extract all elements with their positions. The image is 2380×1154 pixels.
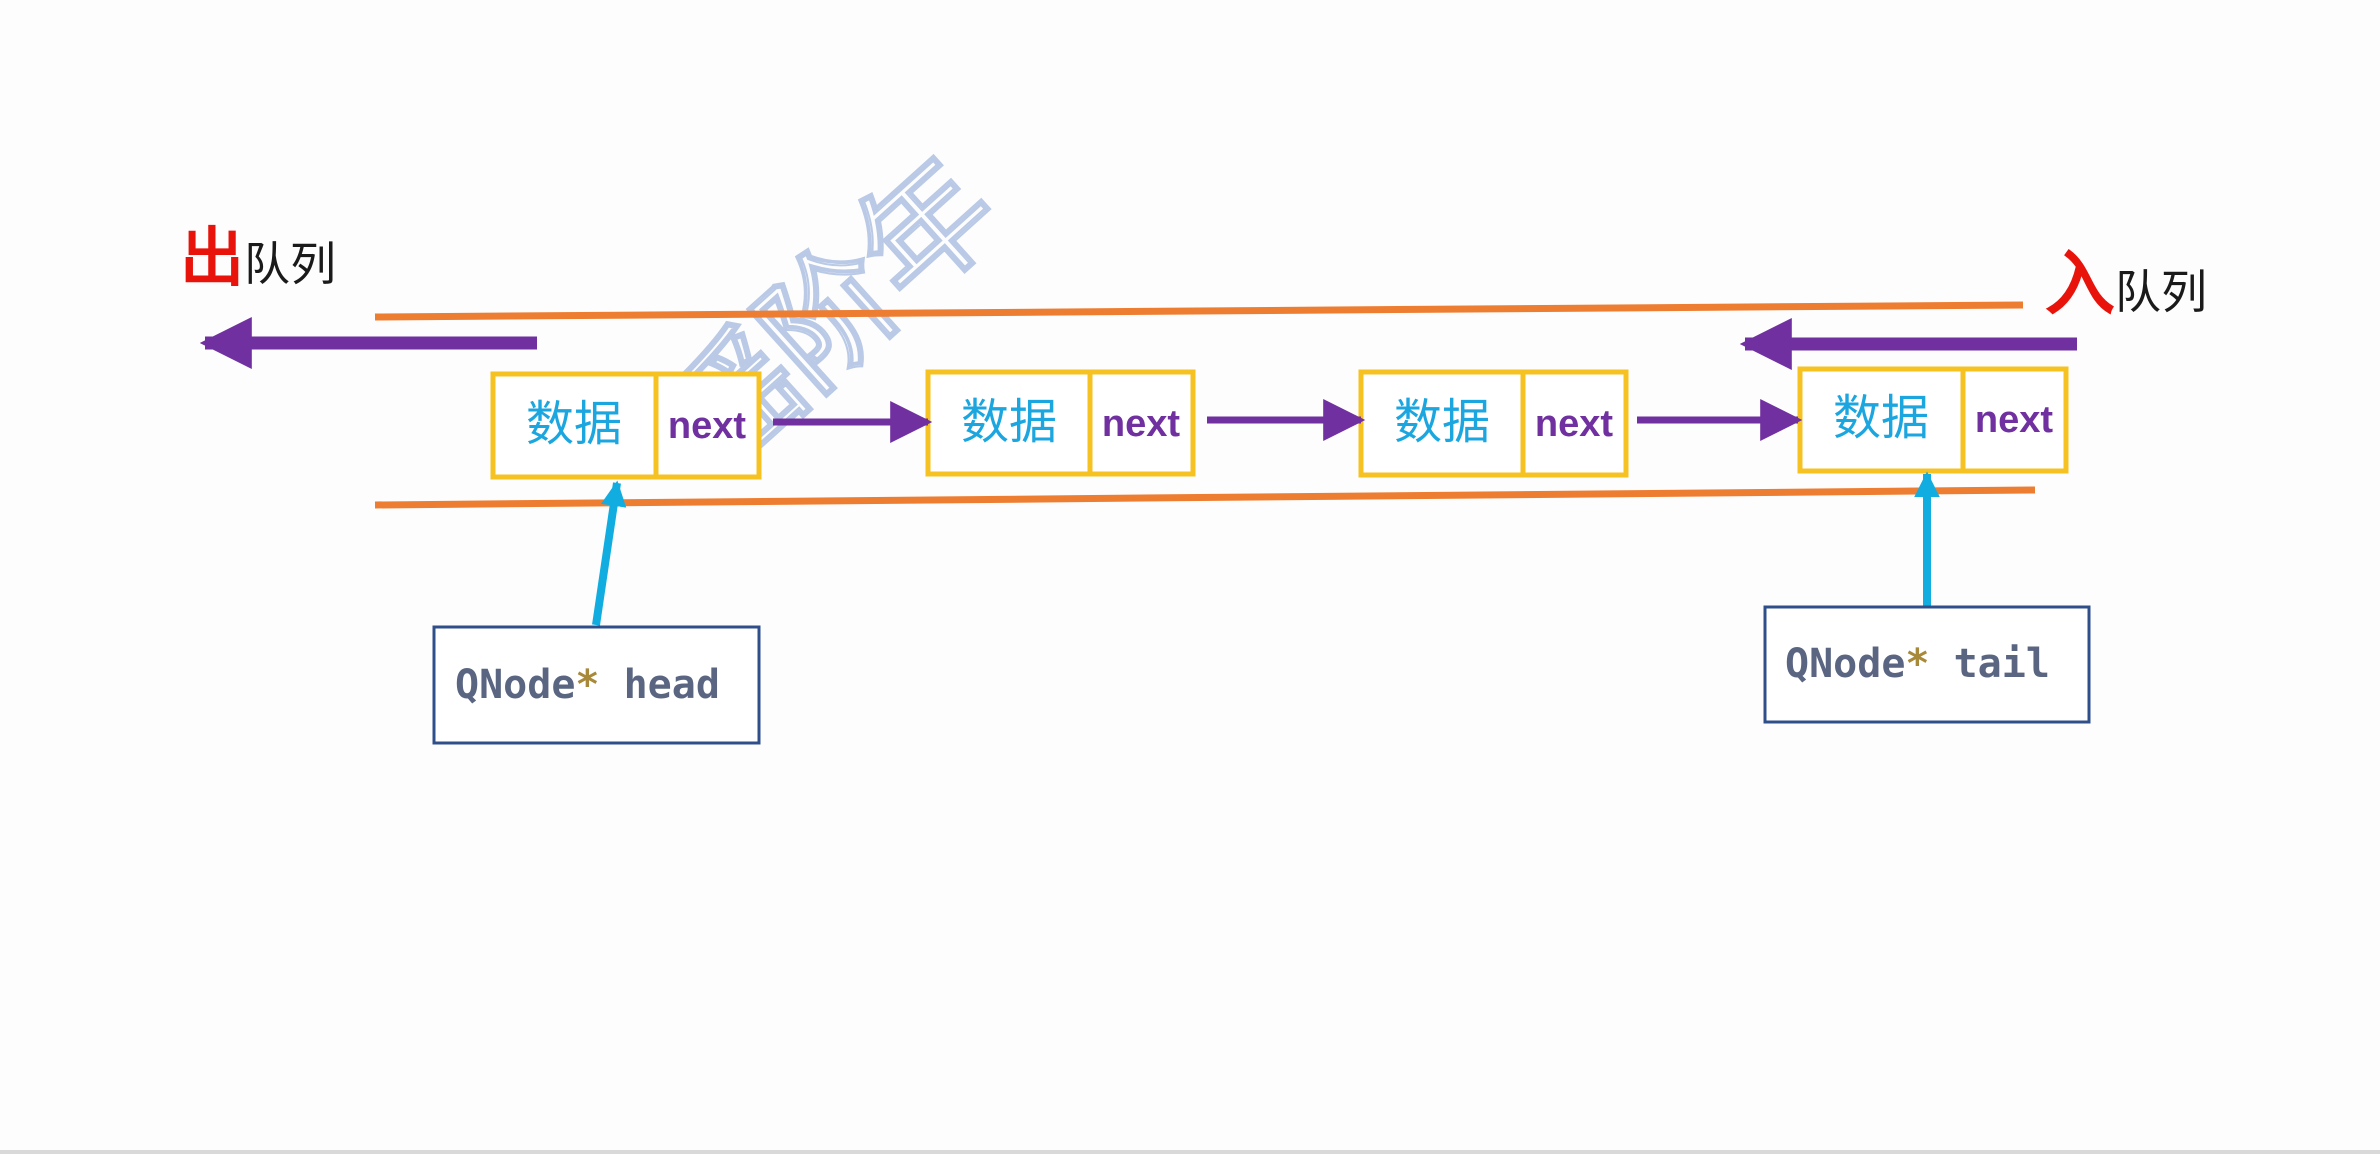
node-data-cell: [1797, 366, 1966, 474]
tail-pointer-name: tail: [1930, 641, 2050, 687]
dequeue-label: 出队列: [180, 222, 336, 296]
node-data-label: 数据: [1394, 394, 1490, 450]
dequeue-text: 队列: [244, 237, 336, 291]
bottom-divider: [0, 1150, 2380, 1154]
queue-node-4: 数据 next: [1797, 366, 2069, 474]
enqueue-text: 队列: [2115, 265, 2207, 319]
node-next-label: next: [1535, 403, 1613, 445]
enqueue-label: 入队列: [2045, 243, 2207, 325]
queue-node-3: 数据 next: [1358, 369, 1629, 478]
tail-pointer-box: [1763, 605, 2091, 724]
node-next-cell: [1520, 369, 1629, 478]
head-pointer-name: head: [600, 662, 720, 708]
node-data-label: 数据: [526, 396, 622, 452]
node-data-label: 数据: [961, 394, 1057, 450]
node-next-cell: [1960, 366, 2069, 474]
node-next-label: next: [1975, 399, 2053, 441]
head-pointer-type: QNode: [455, 662, 575, 708]
head-pointer-label: QNode* head: [455, 662, 720, 708]
node-data-cell: [925, 369, 1093, 477]
queue-bottom-rail: [374, 486, 2036, 509]
queue-node-1: 数据 next: [490, 371, 762, 480]
node-data-cell: [1358, 369, 1526, 478]
tail-pointer-type: QNode: [1785, 641, 1905, 687]
node-next-cell: [1087, 369, 1196, 477]
head-pointer-arrow: [592, 480, 627, 626]
tail-pointer-star: *: [1905, 641, 1929, 687]
enqueue-accent: 入: [2045, 243, 2115, 325]
queue-node-2: 数据 next: [925, 369, 1196, 477]
head-pointer-star: *: [575, 662, 599, 708]
node-data-label: 数据: [1833, 390, 1929, 446]
node-next-label: next: [1102, 403, 1180, 445]
queue-top-rail: [374, 301, 2024, 321]
tail-pointer-label: QNode* tail: [1785, 641, 2050, 687]
head-pointer-box: [432, 625, 761, 745]
dequeue-accent: 出: [180, 222, 244, 296]
node-next-cell: [653, 371, 762, 480]
node-next-label: next: [668, 405, 746, 447]
